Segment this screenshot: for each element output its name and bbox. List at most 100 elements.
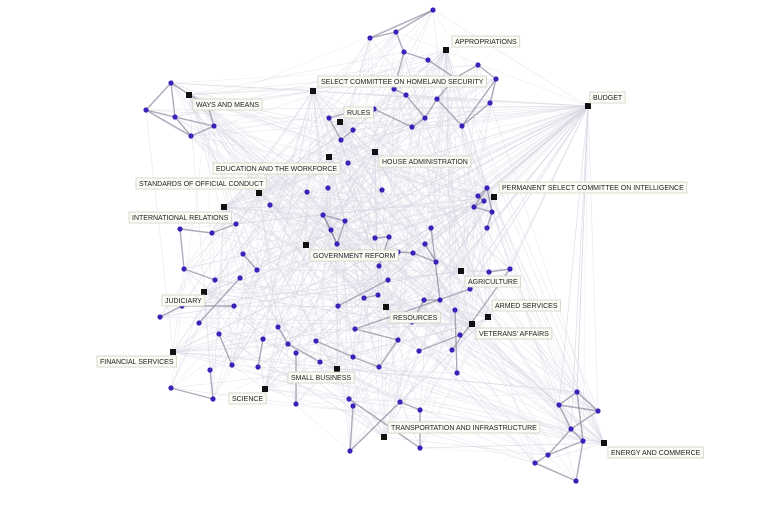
member-node[interactable] [376, 263, 382, 269]
committee-homeland[interactable]: SELECT COMMITTEE ON HOMELAND SECURITY [310, 75, 487, 94]
committee-rules[interactable]: RULES [337, 106, 374, 125]
committee-node[interactable] [337, 119, 343, 125]
member-node[interactable] [481, 198, 487, 204]
member-node[interactable] [532, 460, 538, 466]
member-node[interactable] [425, 57, 431, 63]
member-node[interactable] [375, 292, 381, 298]
member-node[interactable] [372, 235, 378, 241]
committee-transportation[interactable]: TRANSPORTATION AND INFRASTRUCTURE [381, 421, 541, 440]
member-node[interactable] [304, 189, 310, 195]
member-node[interactable] [168, 385, 174, 391]
member-node[interactable] [320, 212, 326, 218]
committee-education[interactable]: EDUCATION AND THE WORKFORCE [212, 154, 341, 175]
member-node[interactable] [422, 241, 428, 247]
member-node[interactable] [422, 115, 428, 121]
member-node[interactable] [486, 269, 492, 275]
committee-resources[interactable]: RESOURCES [383, 304, 441, 324]
member-node[interactable] [475, 193, 481, 199]
committee-armed[interactable]: ARMED SERVICES [485, 299, 561, 320]
member-node[interactable] [211, 123, 217, 129]
member-node[interactable] [386, 234, 392, 240]
member-node[interactable] [207, 367, 213, 373]
member-node[interactable] [428, 225, 434, 231]
member-node[interactable] [430, 7, 436, 13]
member-node[interactable] [172, 114, 178, 120]
committee-node[interactable] [334, 366, 340, 372]
member-node[interactable] [352, 326, 358, 332]
member-node[interactable] [452, 307, 458, 313]
member-node[interactable] [556, 402, 562, 408]
member-node[interactable] [350, 354, 356, 360]
member-node[interactable] [449, 347, 455, 353]
committee-veterans[interactable]: VETERANS' AFFAIRS [469, 321, 553, 340]
member-node[interactable] [233, 221, 239, 227]
member-node[interactable] [181, 266, 187, 272]
committee-energy[interactable]: ENERGY AND COMMERCE [601, 440, 704, 459]
member-node[interactable] [459, 123, 465, 129]
member-node[interactable] [573, 478, 579, 484]
member-node[interactable] [237, 275, 243, 281]
member-node[interactable] [328, 227, 334, 233]
member-node[interactable] [188, 133, 194, 139]
member-node[interactable] [313, 338, 319, 344]
committee-node[interactable] [458, 268, 464, 274]
member-node[interactable] [334, 241, 340, 247]
member-node[interactable] [568, 426, 574, 432]
member-node[interactable] [484, 185, 490, 191]
committee-node[interactable] [326, 154, 332, 160]
member-node[interactable] [209, 230, 215, 236]
committee-international[interactable]: INTERNATIONAL RELATIONS [128, 204, 232, 224]
member-node[interactable] [346, 396, 352, 402]
committee-financial[interactable]: FINANCIAL SERVICES [96, 349, 177, 368]
committee-judiciary[interactable]: JUDICIARY [161, 289, 207, 307]
member-node[interactable] [260, 336, 266, 342]
committee-gov-reform[interactable]: GOVERNMENT REFORM [303, 242, 399, 262]
member-node[interactable] [457, 332, 463, 338]
member-node[interactable] [285, 341, 291, 347]
member-node[interactable] [467, 286, 473, 292]
member-node[interactable] [417, 445, 423, 451]
member-node[interactable] [437, 297, 443, 303]
member-node[interactable] [376, 364, 382, 370]
member-node[interactable] [335, 303, 341, 309]
member-node[interactable] [410, 250, 416, 256]
committee-science[interactable]: SCIENCE [228, 386, 268, 405]
member-node[interactable] [293, 350, 299, 356]
member-node[interactable] [317, 359, 323, 365]
committee-node[interactable] [303, 242, 309, 248]
member-node[interactable] [345, 160, 351, 166]
committee-node[interactable] [221, 204, 227, 210]
member-node[interactable] [433, 259, 439, 265]
committee-house-admin[interactable]: HOUSE ADMINISTRATION [372, 149, 472, 168]
member-node[interactable] [574, 389, 580, 395]
member-node[interactable] [471, 204, 477, 210]
member-node[interactable] [326, 115, 332, 121]
member-node[interactable] [484, 225, 490, 231]
committee-node[interactable] [469, 321, 475, 327]
committee-node[interactable] [186, 92, 192, 98]
committee-standards[interactable]: STANDARDS OF OFFICIAL CONDUCT [135, 177, 267, 196]
member-node[interactable] [454, 370, 460, 376]
member-node[interactable] [401, 49, 407, 55]
member-node[interactable] [254, 267, 260, 273]
committee-node[interactable] [372, 149, 378, 155]
member-node[interactable] [507, 266, 513, 272]
member-node[interactable] [403, 92, 409, 98]
committee-appropriations[interactable]: APPROPRIATIONS [443, 35, 521, 53]
member-node[interactable] [216, 331, 222, 337]
committee-node[interactable] [601, 440, 607, 446]
member-node[interactable] [347, 448, 353, 454]
committee-node[interactable] [443, 47, 449, 53]
member-node[interactable] [367, 35, 373, 41]
committee-node[interactable] [485, 314, 491, 320]
member-node[interactable] [493, 76, 499, 82]
committee-node[interactable] [383, 304, 389, 310]
committee-node[interactable] [256, 190, 262, 196]
member-node[interactable] [595, 408, 601, 414]
member-node[interactable] [489, 209, 495, 215]
member-node[interactable] [393, 29, 399, 35]
member-node[interactable] [196, 320, 202, 326]
committee-node[interactable] [491, 194, 497, 200]
committee-intelligence[interactable]: PERMANENT SELECT COMMITTEE ON INTELLIGEN… [491, 181, 688, 200]
committee-node[interactable] [170, 349, 176, 355]
